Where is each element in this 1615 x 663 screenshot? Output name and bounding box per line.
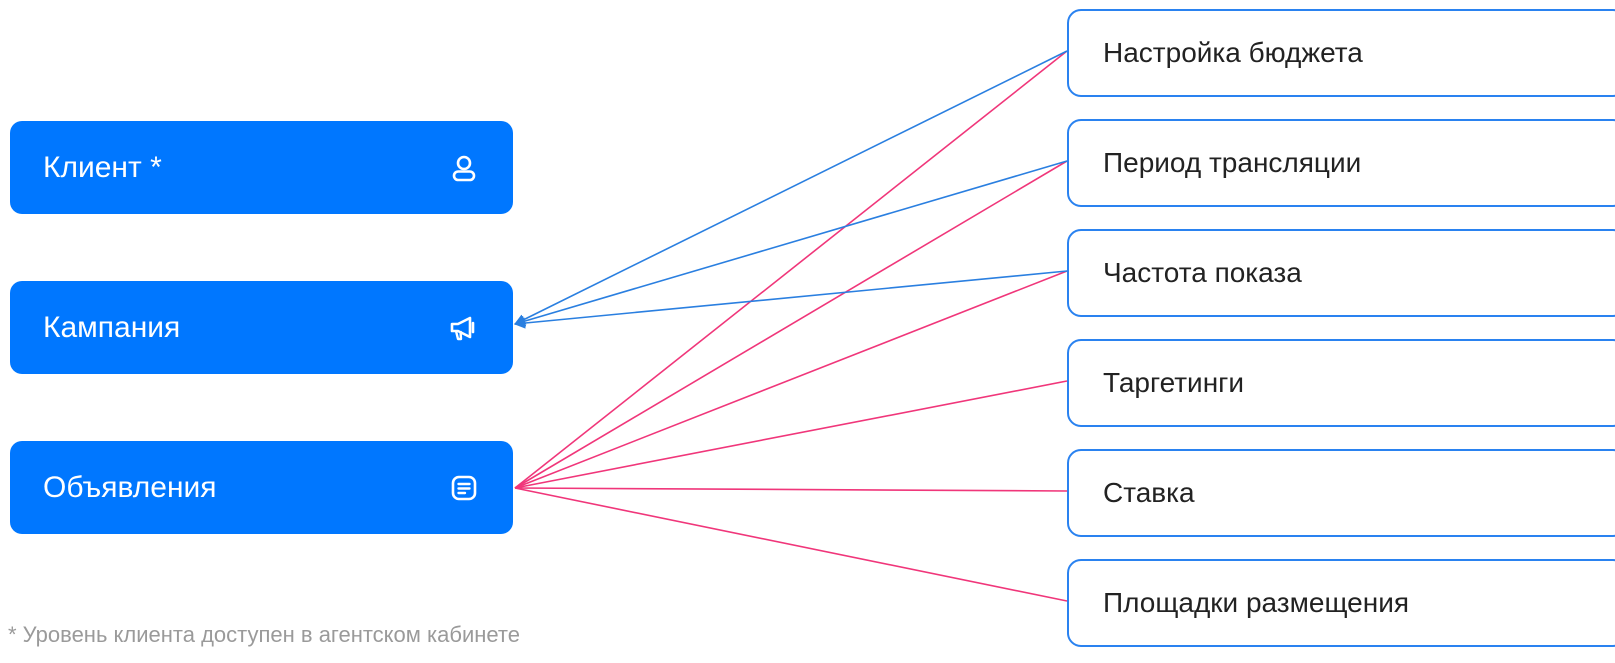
link-3-to-campaign [513, 270, 1068, 329]
link-3-to-ads [514, 270, 1068, 489]
level-campaign-label: Кампания [43, 310, 181, 344]
link-1-to-ads [514, 50, 1068, 489]
level-ads: Объявления [10, 441, 513, 534]
footnote: * Уровень клиента доступен в агентском к… [8, 622, 520, 647]
setting-placements-label: Площадки размещения [1103, 587, 1410, 618]
level-client-label: Клиент * [43, 150, 162, 184]
setting-targeting-label: Таргетинги [1103, 367, 1245, 398]
user-icon [447, 151, 481, 185]
setting-targeting: Таргетинги [1067, 339, 1615, 427]
link-1-to-campaign [513, 50, 1068, 325]
document-icon [447, 471, 481, 505]
level-ads-label: Объявления [43, 470, 217, 504]
setting-placements: Площадки размещения [1067, 559, 1615, 647]
setting-period: Период трансляции [1067, 119, 1615, 207]
link-4-to-ads [514, 380, 1068, 489]
link-5-to-ads [514, 487, 1068, 492]
level-client: Клиент * [10, 121, 513, 214]
setting-frequency-label: Частота показа [1103, 257, 1302, 288]
setting-bid-label: Ставка [1103, 477, 1195, 508]
setting-period-label: Период трансляции [1103, 147, 1362, 178]
megaphone-icon [447, 311, 481, 345]
link-6-to-ads [514, 487, 1068, 602]
link-2-to-ads [514, 160, 1068, 489]
setting-bid: Ставка [1067, 449, 1615, 537]
setting-budget-label: Настройка бюджета [1103, 37, 1363, 68]
setting-frequency: Частота показа [1067, 229, 1615, 317]
link-2-to-campaign [513, 160, 1068, 327]
level-campaign: Кампания [10, 281, 513, 374]
setting-budget: Настройка бюджета [1067, 9, 1615, 97]
